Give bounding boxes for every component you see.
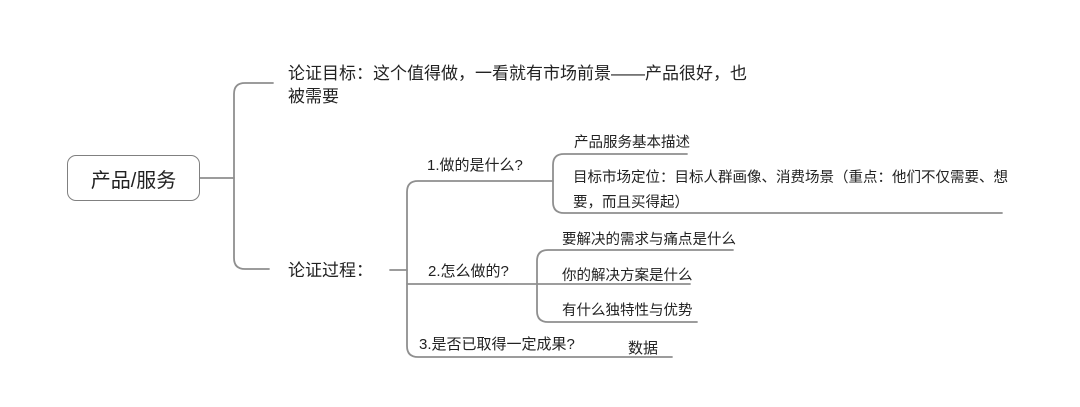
node-what-is-it[interactable]: 1.做的是什么? bbox=[427, 157, 523, 174]
node-basic-description[interactable]: 产品服务基本描述 bbox=[574, 135, 690, 151]
node-goal[interactable]: 论证目标：这个值得做，一看就有市场前景——产品很好，也被需要 bbox=[288, 64, 747, 106]
connector-node1-children-trunk bbox=[552, 153, 1003, 214]
node-root-label: 产品/服务 bbox=[90, 169, 177, 192]
node-solution[interactable]: 你的解决方案是什么 bbox=[562, 268, 693, 284]
node-results-achieved[interactable]: 3.是否已取得一定成果? bbox=[419, 336, 575, 353]
connector-root-trunk bbox=[233, 82, 274, 270]
node-process[interactable]: 论证过程： bbox=[288, 261, 373, 280]
node-needs-painpoints[interactable]: 要解决的需求与痛点是什么 bbox=[562, 232, 736, 248]
node-how-done[interactable]: 2.怎么做的? bbox=[428, 263, 509, 280]
node-target-market[interactable]: 目标市场定位：目标人群画像、消费场景（重点：他们不仅需要、想要，而且买得起） bbox=[573, 170, 1008, 211]
connector-node2-children-trunk bbox=[536, 249, 734, 323]
node-root[interactable]: 产品/服务 bbox=[67, 155, 200, 201]
connector-process-trunk bbox=[406, 180, 673, 358]
node-data[interactable]: 数据 bbox=[628, 340, 659, 357]
node-uniqueness-advantages[interactable]: 有什么独特性与优势 bbox=[562, 303, 693, 319]
